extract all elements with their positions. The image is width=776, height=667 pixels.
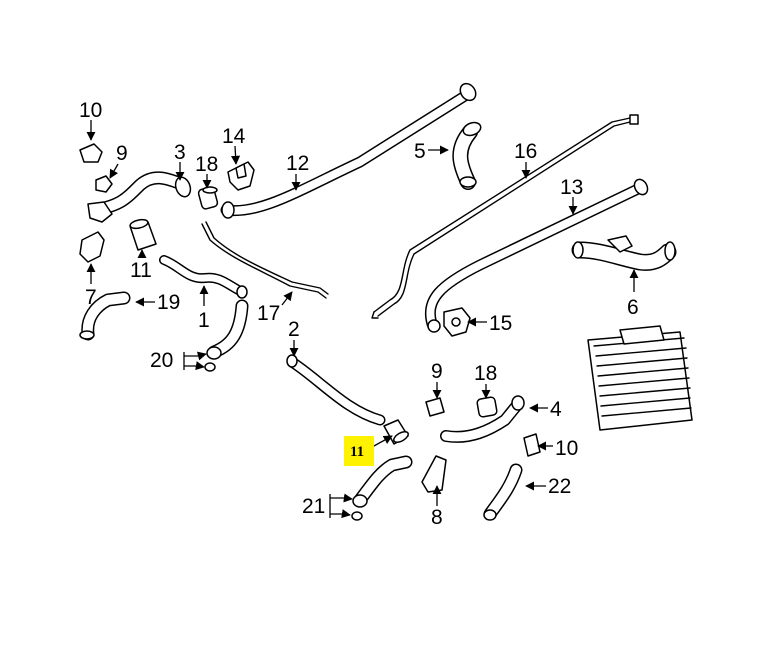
callout-12: 12: [286, 152, 309, 175]
part-8-bracket: [421, 455, 447, 493]
callout-4: 4: [550, 398, 562, 421]
callout-18: 18: [195, 153, 218, 176]
part-4-hose: [440, 395, 525, 443]
part-21-hose: [351, 455, 413, 521]
callout-18: 18: [474, 362, 497, 385]
callout-6: 6: [627, 296, 639, 319]
part-6-hose: [571, 235, 677, 271]
part-9-clip-center: [425, 397, 445, 417]
callout-19: 19: [157, 291, 180, 314]
callout-11-highlighted: 11: [350, 444, 364, 460]
part-16-wire-line: [371, 114, 639, 319]
callout-labels: 10 9 3 18 14 12 5 16 13 11 7 19 1 17 2 2…: [79, 99, 639, 529]
part-10-clip-center: [523, 433, 541, 457]
part-2-hose: [286, 354, 386, 426]
part-18-coupler-top: [197, 186, 219, 210]
part-18-coupler-center: [476, 396, 498, 418]
callout-7: 7: [85, 286, 97, 309]
part-22-hose: [483, 463, 523, 521]
part-11-coupler-center: [383, 419, 409, 445]
part-1-hose: [159, 255, 248, 299]
callout-5: 5: [414, 140, 426, 163]
part-20-hose: [204, 299, 249, 372]
callout-9: 9: [431, 360, 443, 383]
part-15-valve: [427, 307, 471, 337]
callout-21: 21: [302, 495, 325, 518]
part-10-clip-top: [79, 143, 103, 163]
highlight-box: [344, 436, 374, 466]
part-13-long-pipe: [424, 178, 649, 330]
callout-14: 14: [222, 125, 246, 148]
callout-1: 1: [198, 309, 210, 332]
part-7-bracket: [79, 231, 105, 263]
callout-16: 16: [514, 140, 537, 163]
callout-11: 11: [130, 259, 152, 282]
part-12-long-pipe: [220, 82, 477, 219]
leader-lines: [86, 120, 639, 519]
callout-9: 9: [116, 142, 128, 165]
callout-8: 8: [431, 506, 443, 529]
callout-10: 10: [79, 99, 102, 122]
callout-2: 2: [288, 318, 300, 341]
part-9-clip-top: [95, 175, 113, 193]
radiator: [587, 325, 693, 431]
callout-20: 20: [150, 349, 173, 372]
part-17-wire: [201, 221, 329, 299]
part-11-coupler-left: [129, 218, 157, 251]
part-5-bent-hose: [452, 121, 482, 190]
callout-22: 22: [548, 475, 571, 498]
part-3-hose: [87, 171, 192, 223]
callout-3: 3: [174, 141, 186, 164]
part-19-hose: [79, 291, 131, 341]
callout-10: 10: [555, 437, 578, 460]
callout-15: 15: [489, 312, 512, 335]
part-14-bracket: [227, 161, 255, 191]
callout-17: 17: [257, 302, 280, 325]
callout-13: 13: [560, 176, 583, 199]
